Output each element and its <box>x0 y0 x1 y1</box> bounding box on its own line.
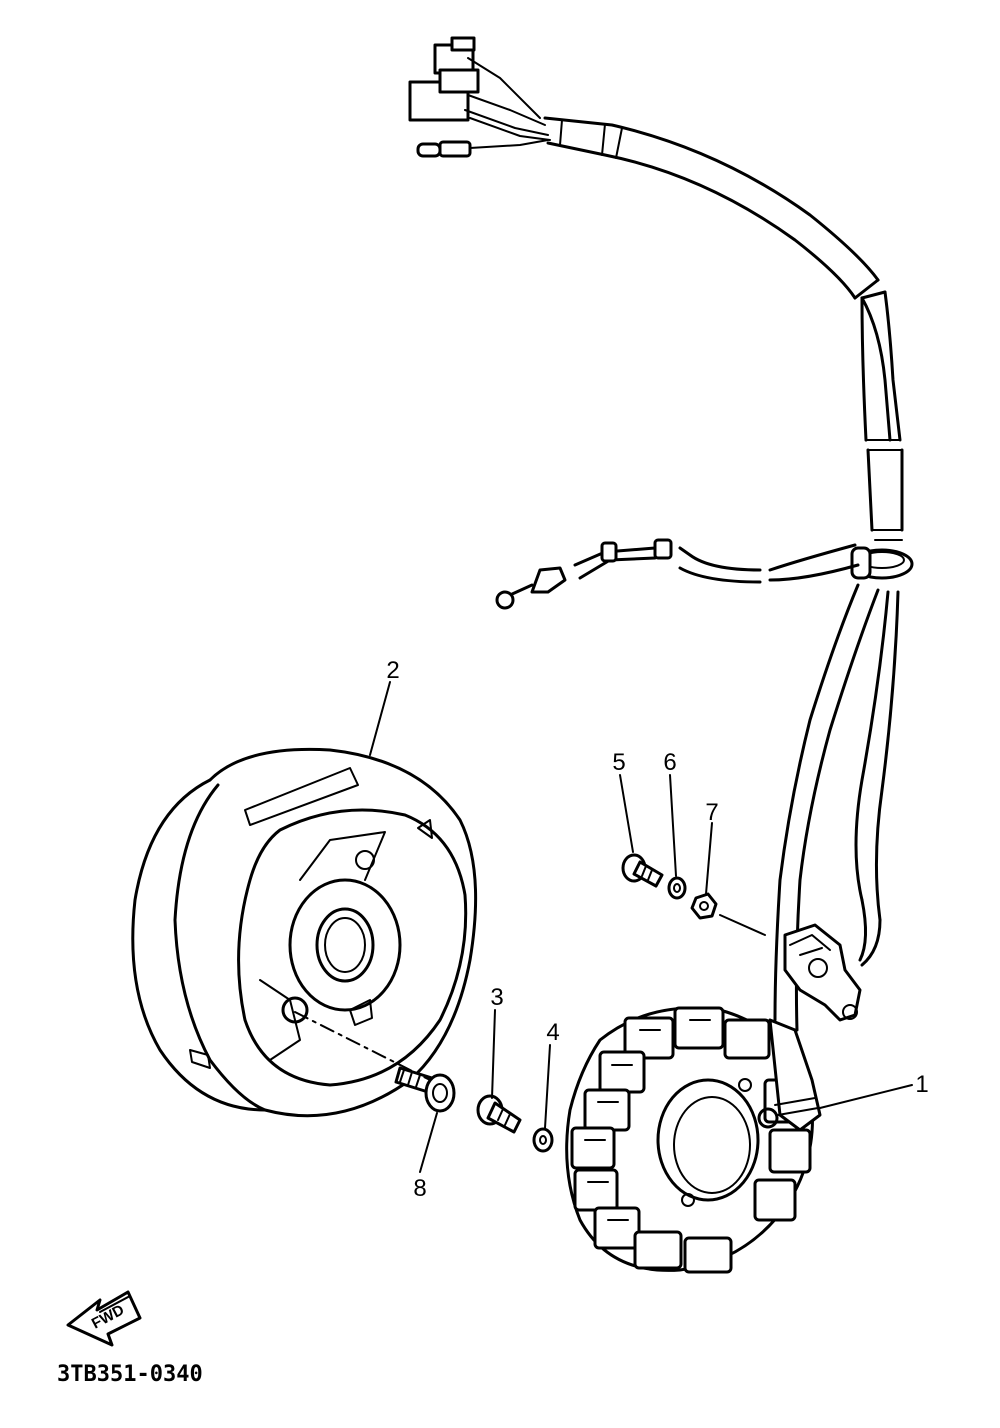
pickup-coil <box>783 923 862 1022</box>
callout-8: 8 <box>413 1175 426 1202</box>
bolt-5 <box>621 853 664 888</box>
bolt-8 <box>394 1066 456 1113</box>
callout-5: 5 <box>612 749 625 776</box>
wire-harness <box>408 36 914 1032</box>
callout-4: 4 <box>546 1019 559 1046</box>
stator-assembly <box>565 1006 822 1274</box>
coupler-upper <box>408 36 551 158</box>
callout-2: 2 <box>386 657 399 684</box>
stator-poles <box>570 1006 812 1274</box>
callout-6: 6 <box>663 749 676 776</box>
callout-7: 7 <box>705 799 718 826</box>
washer-6 <box>667 876 687 900</box>
nut-7 <box>690 892 718 920</box>
fwd-arrow-icon: FWD <box>66 1290 142 1347</box>
diagram-code: 3TB351-0340 <box>57 1362 203 1387</box>
rotor-flywheel <box>131 747 478 1118</box>
callout-1: 1 <box>915 1071 928 1098</box>
bolt-3 <box>476 1094 522 1134</box>
washer-4 <box>532 1127 554 1153</box>
callout-3: 3 <box>490 984 503 1011</box>
leader-lines <box>369 681 913 1173</box>
